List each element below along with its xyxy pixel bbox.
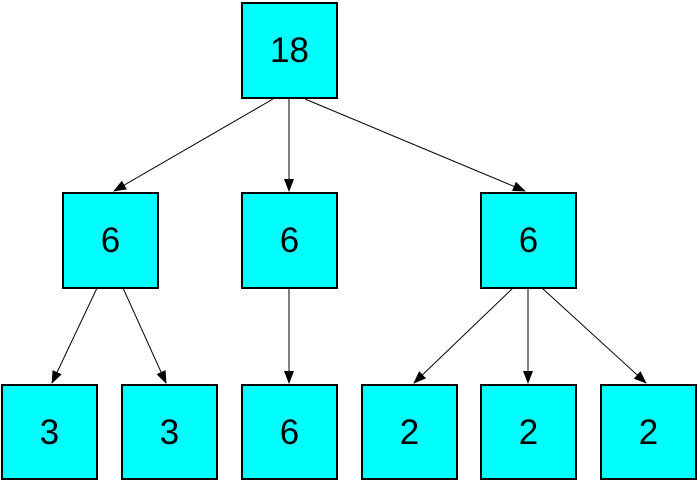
node-value: 6 (100, 221, 121, 260)
node-value: 3 (159, 412, 180, 452)
tree-node-L6b: 6 (241, 192, 338, 289)
tree-node-B6: 6 (241, 384, 338, 480)
node-value: 6 (279, 221, 300, 260)
tree-edge-L6a-B3b (122, 287, 167, 384)
tree-node-B3b: 3 (121, 384, 218, 480)
node-value: 18 (270, 31, 309, 70)
tree-edge-L6c-B2c (541, 287, 647, 384)
tree-node-B2c: 2 (600, 384, 697, 480)
tree-edge-L6c-B2a (413, 287, 514, 384)
node-value: 6 (518, 221, 539, 260)
tree-edge-root-L6a (113, 98, 274, 192)
tree-node-L6a: 6 (62, 192, 159, 289)
tree-edge-root-L6c (304, 98, 526, 192)
tree-node-B3a: 3 (1, 384, 98, 480)
node-value: 3 (39, 412, 60, 452)
tree-edge-L6a-B3a (51, 287, 98, 384)
node-value: 6 (279, 412, 300, 452)
tree-node-L6c: 6 (480, 192, 577, 289)
node-value: 2 (638, 412, 659, 452)
tree-node-B2b: 2 (480, 384, 577, 480)
node-value: 2 (399, 412, 420, 452)
tree-node-B2a: 2 (361, 384, 458, 480)
tree-node-root: 18 (241, 2, 338, 99)
node-value: 2 (518, 412, 539, 452)
